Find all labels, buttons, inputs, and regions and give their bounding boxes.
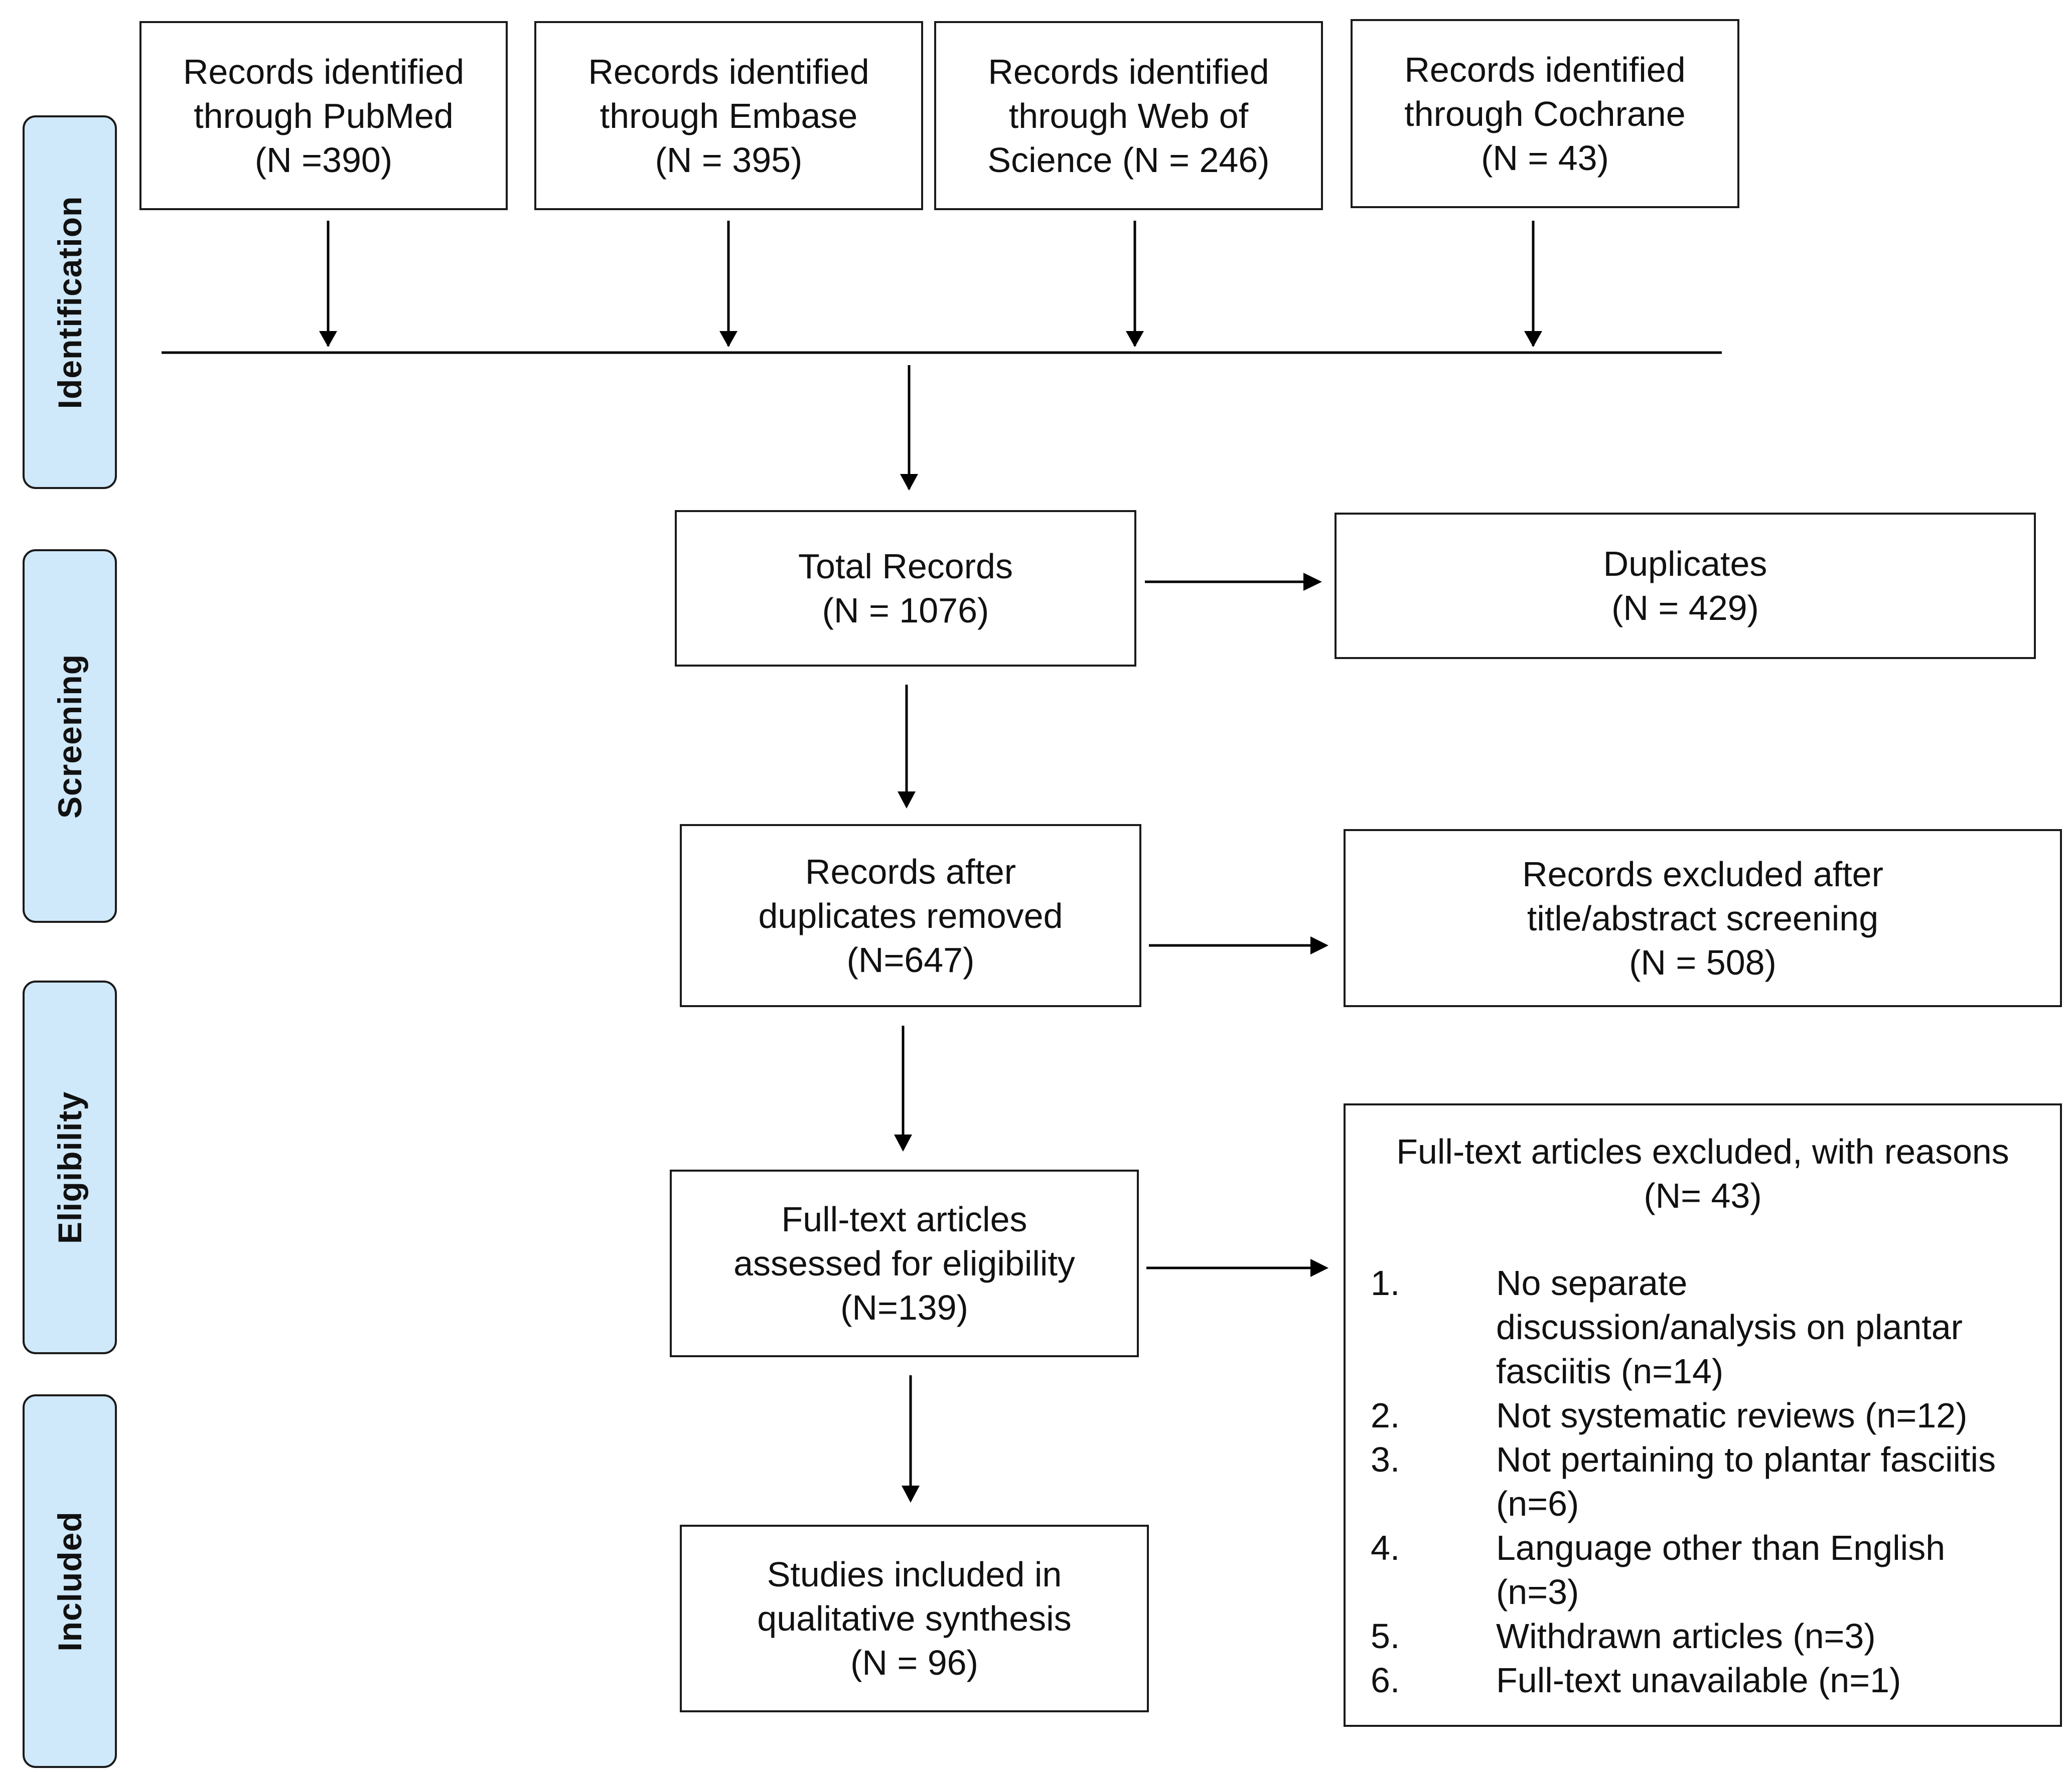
after-duplicates-line2: duplicates removed: [758, 896, 1063, 935]
source-box-web-of-science: Records identified through Web of Scienc…: [934, 21, 1323, 210]
arrowhead-excluded-screening: [1310, 936, 1328, 954]
fulltext-excluded-count: (N= 43): [1644, 1176, 1762, 1215]
exclusion-reason: 2. Not systematic reviews (n=12): [1371, 1393, 2053, 1437]
fulltext-excluded-box: Full-text articles excluded, with reason…: [1344, 1103, 2062, 1727]
arrowhead-after-duplicates: [898, 791, 916, 809]
exclusion-reason-number: 4.: [1371, 1528, 1400, 1567]
arrowhead-fulltext-excluded: [1310, 1259, 1328, 1277]
exclusion-reason-line: (n=6): [1496, 1484, 1579, 1523]
fulltext-assessed-count: (N=139): [840, 1288, 968, 1327]
exclusion-reason-text: Withdrawn articles (n=3): [1496, 1614, 2058, 1658]
duplicates-count: (N = 429): [1611, 588, 1759, 627]
studies-included-line2: qualitative synthesis: [757, 1599, 1072, 1638]
exclusion-reason-line: Full-text unavailable (n=1): [1496, 1661, 1901, 1700]
fulltext-assessed-box: Full-text articles assessed for eligibil…: [670, 1170, 1139, 1357]
exclusion-reason: 5. Withdrawn articles (n=3): [1371, 1614, 2053, 1658]
source-pubmed-count: (N =390): [254, 140, 393, 180]
source-wos-line1: Records identified: [988, 52, 1269, 91]
source-box-cochrane: Records identified through Cochrane (N =…: [1351, 19, 1739, 208]
source-wos-count: Science (N = 246): [987, 140, 1270, 180]
source-embase-line2: through Embase: [600, 96, 858, 135]
exclusion-reason-line: fasciitis (n=14): [1496, 1352, 1724, 1391]
phase-identification: Identification: [23, 115, 117, 489]
exclusion-reason-number: 2.: [1371, 1396, 1400, 1435]
phase-included: Included: [23, 1394, 117, 1768]
phase-screening: Screening: [23, 549, 117, 923]
exclusion-reason: 1. No separate discussion/analysis on pl…: [1371, 1261, 2053, 1393]
arrowhead-wos: [1126, 331, 1144, 347]
exclusion-reason-text: Not systematic reviews (n=12): [1496, 1393, 2058, 1437]
exclusion-reason-text: Language other than English (n=3): [1496, 1526, 2058, 1614]
excluded-screening-line1: Records excluded after: [1522, 854, 1883, 894]
fulltext-assessed-line2: assessed for eligibility: [733, 1244, 1075, 1283]
arrowhead-included: [902, 1486, 920, 1503]
exclusion-reason-line: discussion/analysis on plantar: [1496, 1308, 1963, 1347]
exclusion-reason-number: 6.: [1371, 1661, 1400, 1700]
exclusion-reason-line: (n=3): [1496, 1572, 1579, 1611]
studies-included-box: Studies included in qualitative synthesi…: [680, 1525, 1149, 1712]
source-embase-count: (N = 395): [655, 140, 803, 180]
duplicates-label: Duplicates: [1603, 544, 1767, 583]
exclusion-reason-line: Not systematic reviews (n=12): [1496, 1396, 1968, 1435]
total-records-label: Total Records: [798, 547, 1013, 586]
exclusion-reason-text: Not pertaining to plantar fasciitis (n=6…: [1496, 1437, 2058, 1526]
exclusion-reason-number: 3.: [1371, 1440, 1400, 1479]
arrowhead-total: [900, 474, 918, 491]
exclusion-reason: 4. Language other than English (n=3): [1371, 1526, 2053, 1614]
fulltext-excluded-title: Full-text articles excluded, with reason…: [1396, 1132, 2009, 1171]
exclusion-reason-text: Full-text unavailable (n=1): [1496, 1658, 2058, 1702]
phase-eligibility: Eligibility: [23, 981, 117, 1354]
arrowhead-embase: [719, 331, 737, 347]
source-cochrane-line1: Records identified: [1404, 50, 1686, 89]
arrowhead-fulltext: [894, 1135, 912, 1152]
studies-included-count: (N = 96): [850, 1643, 978, 1682]
total-records-box: Total Records (N = 1076): [675, 510, 1136, 667]
source-cochrane-count: (N = 43): [1481, 138, 1609, 178]
exclusion-reason: 6. Full-text unavailable (n=1): [1371, 1658, 2053, 1702]
fulltext-assessed-line1: Full-text articles: [781, 1200, 1027, 1239]
source-pubmed-line1: Records identified: [183, 52, 465, 91]
exclusion-reason-number: 1.: [1371, 1263, 1400, 1303]
arrowhead-pubmed: [319, 331, 337, 347]
exclusion-reason: 3. Not pertaining to plantar fasciitis (…: [1371, 1437, 2053, 1526]
exclusion-reason-text: No separate discussion/analysis on plant…: [1496, 1261, 2058, 1393]
exclusion-reason-line: No separate: [1496, 1263, 1688, 1303]
arrowhead-duplicates: [1303, 573, 1322, 591]
excluded-screening-count: (N = 508): [1629, 942, 1777, 982]
source-box-pubmed: Records identified through PubMed (N =39…: [139, 21, 508, 210]
source-pubmed-line2: through PubMed: [194, 96, 454, 135]
source-embase-line1: Records identified: [588, 52, 869, 91]
fulltext-excluded-heading: Full-text articles excluded, with reason…: [1346, 1130, 2060, 1218]
arrowhead-cochrane: [1524, 331, 1542, 347]
after-duplicates-count: (N=647): [846, 940, 975, 980]
exclusion-reason-line: Withdrawn articles (n=3): [1496, 1617, 1876, 1656]
after-duplicates-line1: Records after: [805, 852, 1016, 891]
exclusion-reason-line: Not pertaining to plantar fasciitis: [1496, 1440, 1996, 1479]
exclusion-reason-number: 5.: [1371, 1617, 1400, 1656]
source-cochrane-line2: through Cochrane: [1404, 94, 1686, 133]
source-wos-line2: through Web of: [1008, 96, 1249, 135]
excluded-screening-box: Records excluded after title/abstract sc…: [1344, 829, 2062, 1007]
exclusion-reason-line: Language other than English: [1496, 1528, 1946, 1567]
excluded-screening-line2: title/abstract screening: [1527, 898, 1879, 938]
total-records-count: (N = 1076): [822, 591, 989, 630]
duplicates-box: Duplicates (N = 429): [1335, 513, 2036, 659]
source-box-embase: Records identified through Embase (N = 3…: [534, 21, 923, 210]
after-duplicates-box: Records after duplicates removed (N=647): [680, 824, 1141, 1007]
studies-included-line1: Studies included in: [767, 1555, 1062, 1594]
